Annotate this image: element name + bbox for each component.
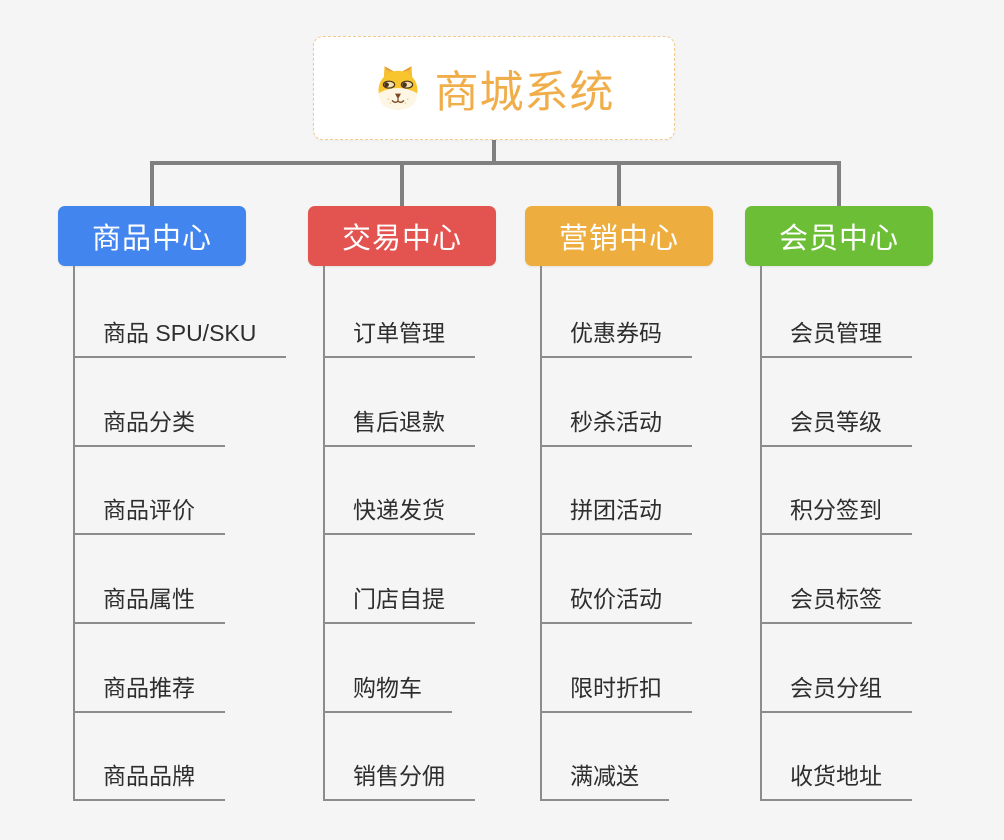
leaf-topic[interactable]: 商品 SPU/SKU (73, 316, 287, 358)
branch-node-label: 营销中心 (558, 223, 679, 255)
leaf-topic[interactable]: 会员标签 (760, 582, 912, 624)
branch-node-4[interactable]: 会员中心 (745, 206, 933, 266)
connector-branch-stub (837, 161, 841, 206)
root-node[interactable]: 商城系统 (313, 36, 675, 140)
branch-node-3[interactable]: 营销中心 (525, 206, 713, 266)
leaf-topic[interactable]: 购物车 (323, 671, 452, 713)
connector-horizontal-rail (150, 161, 841, 165)
leaf-topic[interactable]: 收货地址 (760, 759, 912, 801)
leaf-topic[interactable]: 销售分佣 (323, 759, 475, 801)
branch-node-1[interactable]: 商品中心 (58, 206, 246, 266)
branch-node-label: 交易中心 (341, 223, 462, 255)
branch-node-label: 会员中心 (778, 223, 899, 255)
leaf-topic[interactable]: 快递发货 (323, 493, 475, 535)
connector-branch-stub (617, 161, 621, 206)
connector-root-stub (492, 140, 496, 165)
leaf-topic[interactable]: 商品分类 (73, 405, 225, 447)
connector-branch-stub (150, 161, 154, 206)
leaf-topic[interactable]: 售后退款 (323, 405, 475, 447)
leaf-topic[interactable]: 会员等级 (760, 405, 912, 447)
leaf-topic[interactable]: 会员管理 (760, 316, 912, 358)
branch-node-2[interactable]: 交易中心 (308, 206, 496, 266)
leaf-topic[interactable]: 限时折扣 (540, 671, 692, 713)
leaf-topic[interactable]: 满减送 (540, 759, 669, 801)
dog-face-icon (374, 63, 422, 113)
leaf-topic[interactable]: 秒杀活动 (540, 405, 692, 447)
leaf-topic[interactable]: 砍价活动 (540, 582, 692, 624)
connector-branch-stub (400, 161, 404, 206)
leaf-topic[interactable]: 门店自提 (323, 582, 475, 624)
leaf-topic[interactable]: 拼团活动 (540, 493, 692, 535)
leaf-topic[interactable]: 积分签到 (760, 493, 912, 535)
leaf-topic[interactable]: 商品评价 (73, 493, 225, 535)
leaf-topic[interactable]: 商品品牌 (73, 759, 225, 801)
leaf-topic[interactable]: 优惠券码 (540, 316, 692, 358)
root-title: 商城系统 (434, 68, 615, 117)
leaf-topic[interactable]: 会员分组 (760, 671, 912, 713)
leaf-topic[interactable]: 商品推荐 (73, 671, 225, 713)
branch-node-label: 商品中心 (91, 223, 212, 255)
leaf-topic[interactable]: 商品属性 (73, 582, 225, 624)
leaf-topic[interactable]: 订单管理 (323, 316, 475, 358)
